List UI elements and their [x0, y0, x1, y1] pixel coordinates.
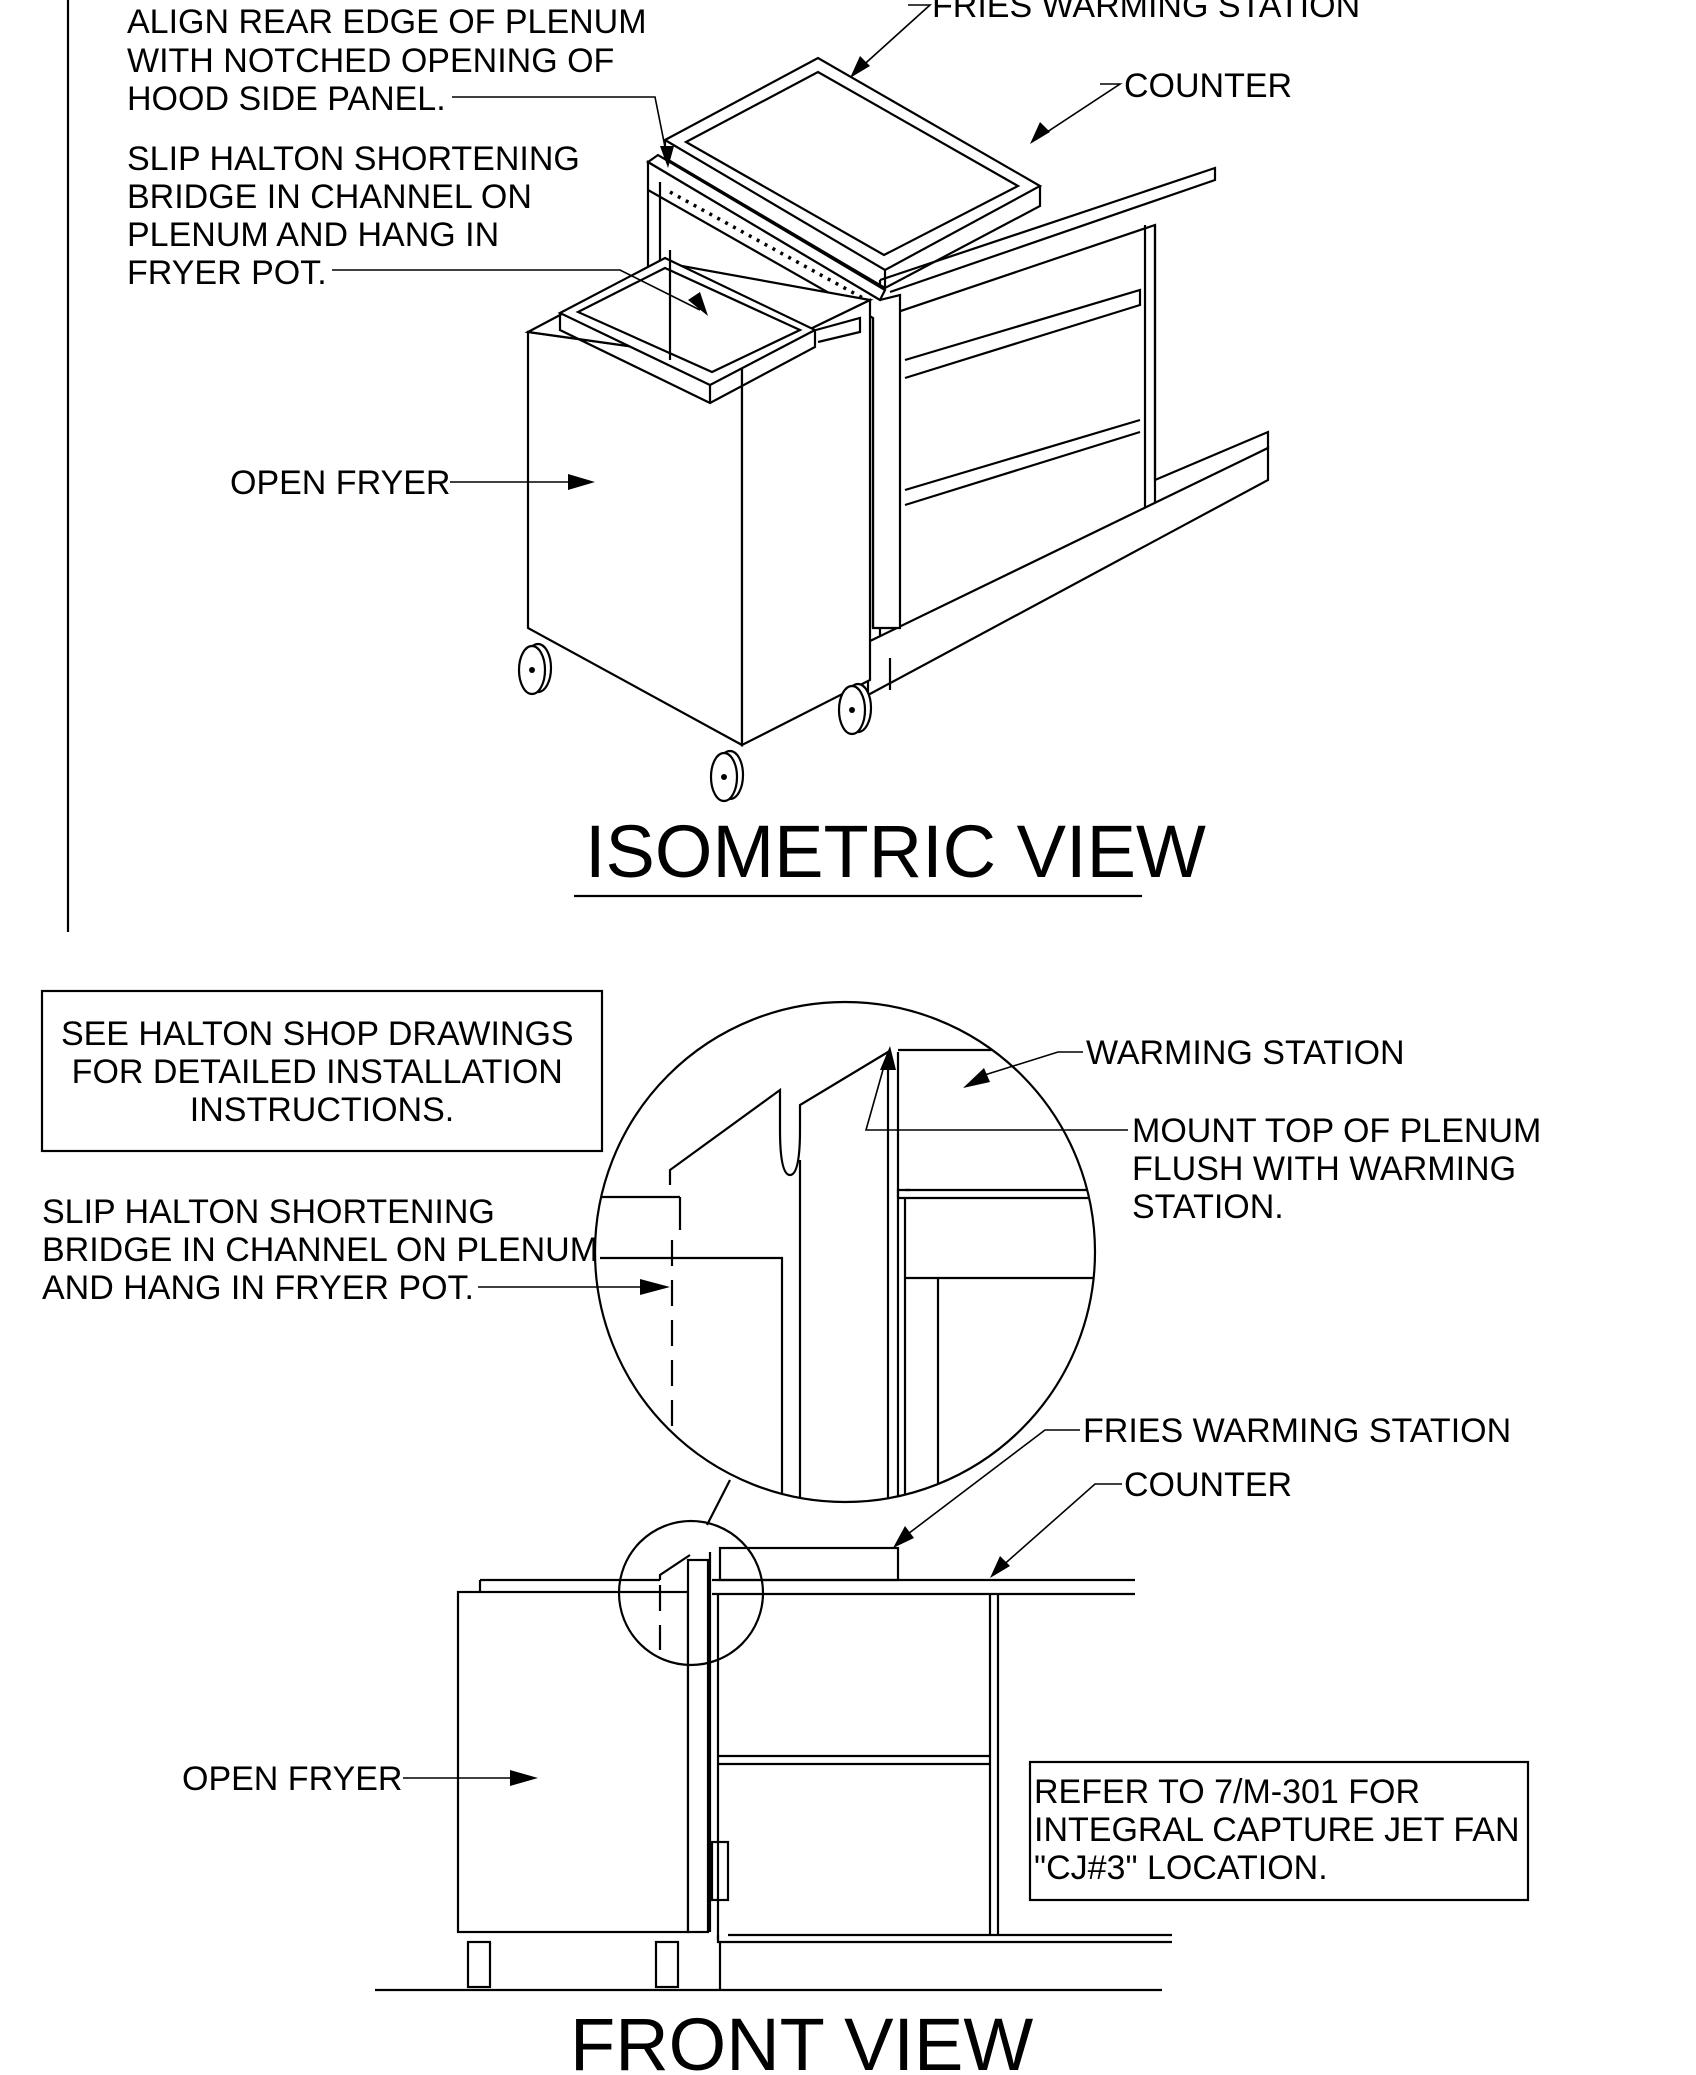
iso-fryer-casters [517, 642, 873, 803]
front-fries-warming-station-label: FRIES WARMING STATION [1083, 1412, 1511, 1450]
front-counter [712, 1578, 1172, 1990]
plenum-jet-holes [669, 190, 871, 304]
front-warming-station-label: WARMING STATION [1086, 1034, 1405, 1072]
front-counter-label: COUNTER [1124, 1466, 1292, 1504]
detail-link-line [706, 1479, 731, 1526]
iso-fries-warming-station [662, 56, 1043, 290]
front-view: SEE HALTON SHOP DRAWINGS FOR DETAILED IN… [40, 989, 1551, 2075]
shop-drawings-note-box [40, 989, 604, 1153]
isometric-view: FRIES WARMING STATION COUNTER ALIGN REAR… [127, 0, 1360, 898]
iso-slip-note: SLIP HALTON SHORTENING BRIDGE IN CHANNEL… [127, 140, 589, 292]
iso-fries-warming-station-label: FRIES WARMING STATION [932, 0, 1360, 25]
iso-leaders [332, 4, 1123, 490]
shop-drawings-note: SEE HALTON SHOP DRAWINGS FOR DETAILED IN… [61, 1015, 583, 1129]
iso-open-fryer-label: OPEN FRYER [230, 464, 450, 502]
front-mount-note: MOUNT TOP OF PLENUM FLUSH WITH WARMING S… [1132, 1112, 1551, 1226]
detail-enlargement [593, 1000, 1097, 1526]
front-fries-warming-station [718, 1546, 900, 1582]
front-slip-note: SLIP HALTON SHORTENING BRIDGE IN CHANNEL… [42, 1193, 608, 1307]
front-open-fryer [456, 1590, 690, 1934]
iso-align-note: ALIGN REAR EDGE OF PLENUM WITH NOTCHED O… [127, 3, 656, 118]
front-detail-circle [617, 1519, 765, 1667]
front-leaders [403, 1046, 1128, 1786]
front-view-title: FRONT VIEW [570, 2003, 1033, 2075]
front-open-fryer-label: OPEN FRYER [182, 1760, 402, 1798]
iso-open-fryer [524, 250, 874, 747]
iso-counter-label: COUNTER [1124, 67, 1292, 105]
refer-note-box [1028, 1760, 1530, 1902]
refer-note: REFER TO 7/M-301 FOR INTEGRAL CAPTURE JE… [1034, 1773, 1529, 1887]
front-elevation [375, 1519, 1172, 1992]
iso-view-title: ISOMETRIC VIEW [585, 810, 1206, 893]
